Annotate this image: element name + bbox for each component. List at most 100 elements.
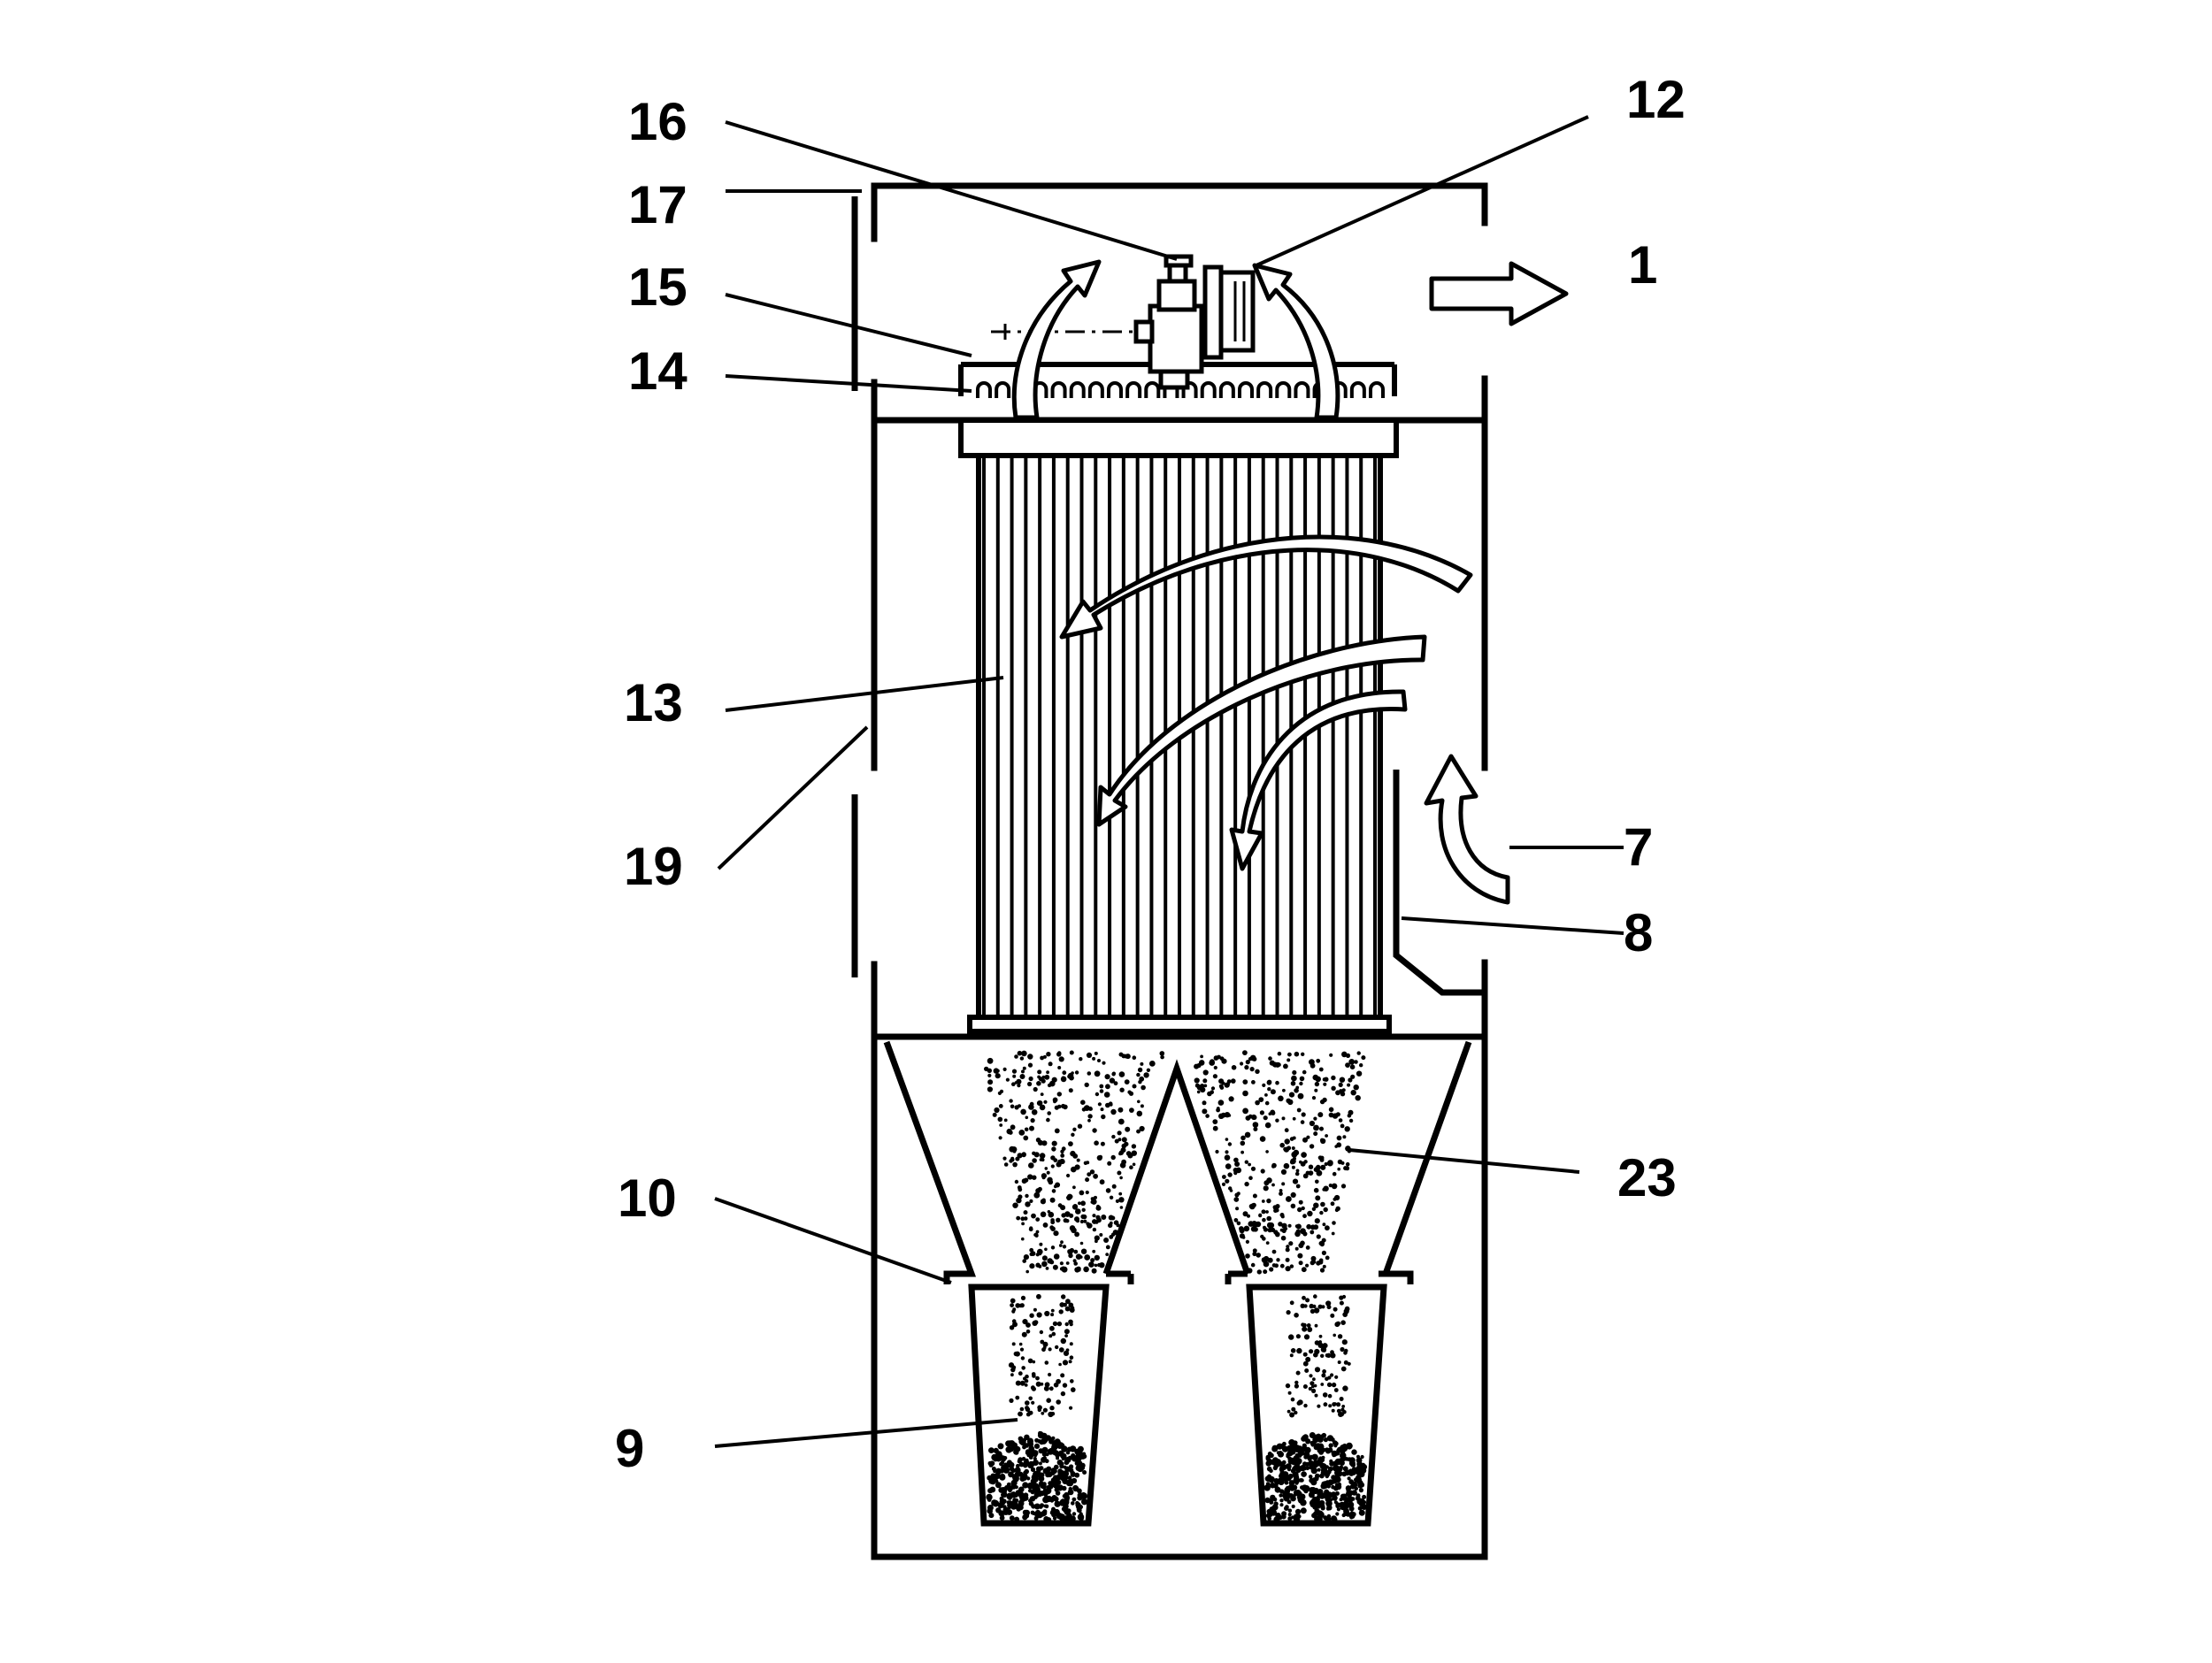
dust-particle	[1046, 1170, 1050, 1175]
dust-particle	[1048, 1211, 1055, 1218]
bin-dust-particle	[1068, 1360, 1072, 1364]
dust-particle	[1200, 1054, 1203, 1059]
dust-particle	[1350, 1090, 1356, 1096]
dust-particle	[1323, 1185, 1329, 1192]
dust-particle	[1047, 1083, 1052, 1088]
bin-dust-particle	[1077, 1514, 1085, 1521]
dust-particle	[1308, 1170, 1314, 1176]
dust-particle	[987, 1057, 994, 1064]
dust-particle	[1053, 1253, 1060, 1260]
dust-particle	[1225, 1082, 1231, 1086]
dust-particle	[1090, 1258, 1095, 1263]
dust-particle	[1025, 1201, 1031, 1207]
bin-dust-particle	[1303, 1334, 1310, 1340]
dust-particle	[1143, 1072, 1149, 1078]
bin-dust-particle	[1305, 1356, 1311, 1362]
bin-dust-particle	[1014, 1468, 1019, 1473]
dust-particle	[1017, 1153, 1023, 1159]
dust-particle	[1017, 1185, 1022, 1190]
dust-particle	[1111, 1072, 1116, 1077]
dust-particle	[1270, 1227, 1276, 1232]
bin-dust-particle	[1314, 1323, 1318, 1328]
dust-particle	[1227, 1172, 1233, 1177]
dust-particle	[1062, 1245, 1067, 1249]
bin-dust-particle	[1313, 1383, 1317, 1388]
dust-particle	[1337, 1167, 1340, 1171]
bin-dust-particle	[1320, 1353, 1325, 1359]
bin-dust-particle	[1024, 1509, 1030, 1516]
dust-particle	[1132, 1084, 1137, 1089]
dust-particle	[1287, 1223, 1292, 1228]
swirl-arrow-top	[1059, 534, 1473, 640]
dust-particle	[1280, 1169, 1287, 1175]
dust-particle	[1036, 1081, 1041, 1086]
bin-dust-particle	[1326, 1353, 1332, 1359]
label-10: 10	[618, 1169, 677, 1228]
bin-dust-particle	[1286, 1475, 1292, 1482]
dust-particle	[1083, 1219, 1087, 1223]
dust-particle	[1281, 1182, 1286, 1186]
bin-dust-particle	[1339, 1300, 1344, 1306]
dust-particle	[1258, 1213, 1263, 1217]
bin-dust-particle	[1071, 1471, 1075, 1475]
dust-particle	[1053, 1158, 1058, 1163]
dust-particle	[1284, 1128, 1289, 1133]
dust-particle	[1081, 1207, 1086, 1213]
dust-particle	[1125, 1126, 1131, 1132]
dust-particle	[1354, 1060, 1358, 1064]
dust-particle	[1102, 1061, 1106, 1065]
bin-dust-particle	[1070, 1379, 1074, 1383]
dust-particle	[1020, 1216, 1025, 1222]
dust-particle	[1068, 1141, 1073, 1146]
dust-particle	[1334, 1207, 1339, 1213]
bin-dust-particle	[1309, 1465, 1314, 1470]
dust-particle	[1044, 1247, 1048, 1252]
bin-dust-particle	[1326, 1382, 1333, 1388]
inlet-duct	[1393, 770, 1485, 996]
bin-dust-particle	[1278, 1451, 1284, 1458]
bin-dust-particle	[1028, 1498, 1033, 1503]
dust-particle	[1340, 1092, 1346, 1097]
bin-dust-particle	[1321, 1305, 1325, 1309]
bin-dust-particle	[1023, 1463, 1028, 1468]
dust-particle	[1056, 1092, 1063, 1097]
bin-dust-particle	[1326, 1435, 1333, 1442]
bin-dust-particle	[1286, 1310, 1291, 1315]
dust-particle	[1087, 1071, 1092, 1076]
dust-particle	[1290, 1192, 1296, 1198]
dust-particle	[1255, 1221, 1262, 1228]
dust-particle	[1029, 1263, 1035, 1269]
bin-dust-particle	[1322, 1343, 1328, 1349]
dust-particle	[1242, 1090, 1248, 1097]
dust-particle	[1263, 1115, 1268, 1121]
dust-particle	[1242, 1211, 1248, 1217]
bin-dust-particle	[1347, 1503, 1352, 1508]
bin-dust-particle	[1064, 1322, 1069, 1327]
bin-dust-particle	[1069, 1406, 1073, 1410]
bin-dust-particle	[1299, 1478, 1303, 1483]
bin-dust-particle	[1323, 1468, 1328, 1473]
bin-dust-particle	[1295, 1334, 1301, 1339]
dust-particle	[1105, 1084, 1110, 1090]
bin-dust-particle	[1019, 1347, 1025, 1352]
dust-particle	[1064, 1211, 1071, 1217]
dust-particle	[1003, 1162, 1009, 1167]
dust-particle	[1107, 1161, 1112, 1166]
dust-particle	[1283, 1162, 1290, 1169]
dust-particle	[1012, 1161, 1018, 1168]
dust-particle	[1113, 1081, 1118, 1086]
dust-particle	[1051, 1189, 1056, 1193]
dust-particle	[1092, 1249, 1096, 1253]
dust-particle	[1018, 1130, 1025, 1136]
bin-dust-particle	[1269, 1482, 1276, 1489]
dust-particle	[1121, 1054, 1126, 1059]
dust-particle	[1129, 1107, 1134, 1113]
bin-dust-particle	[1014, 1516, 1020, 1522]
bin-dust-particle	[1291, 1406, 1296, 1412]
bin-dust-particle	[1310, 1501, 1316, 1508]
dust-particle	[1225, 1138, 1229, 1141]
dust-particle	[1285, 1257, 1290, 1262]
bin-dust-particle	[1312, 1437, 1319, 1444]
dust-particle	[1108, 1215, 1114, 1221]
label-16: 16	[628, 92, 687, 151]
